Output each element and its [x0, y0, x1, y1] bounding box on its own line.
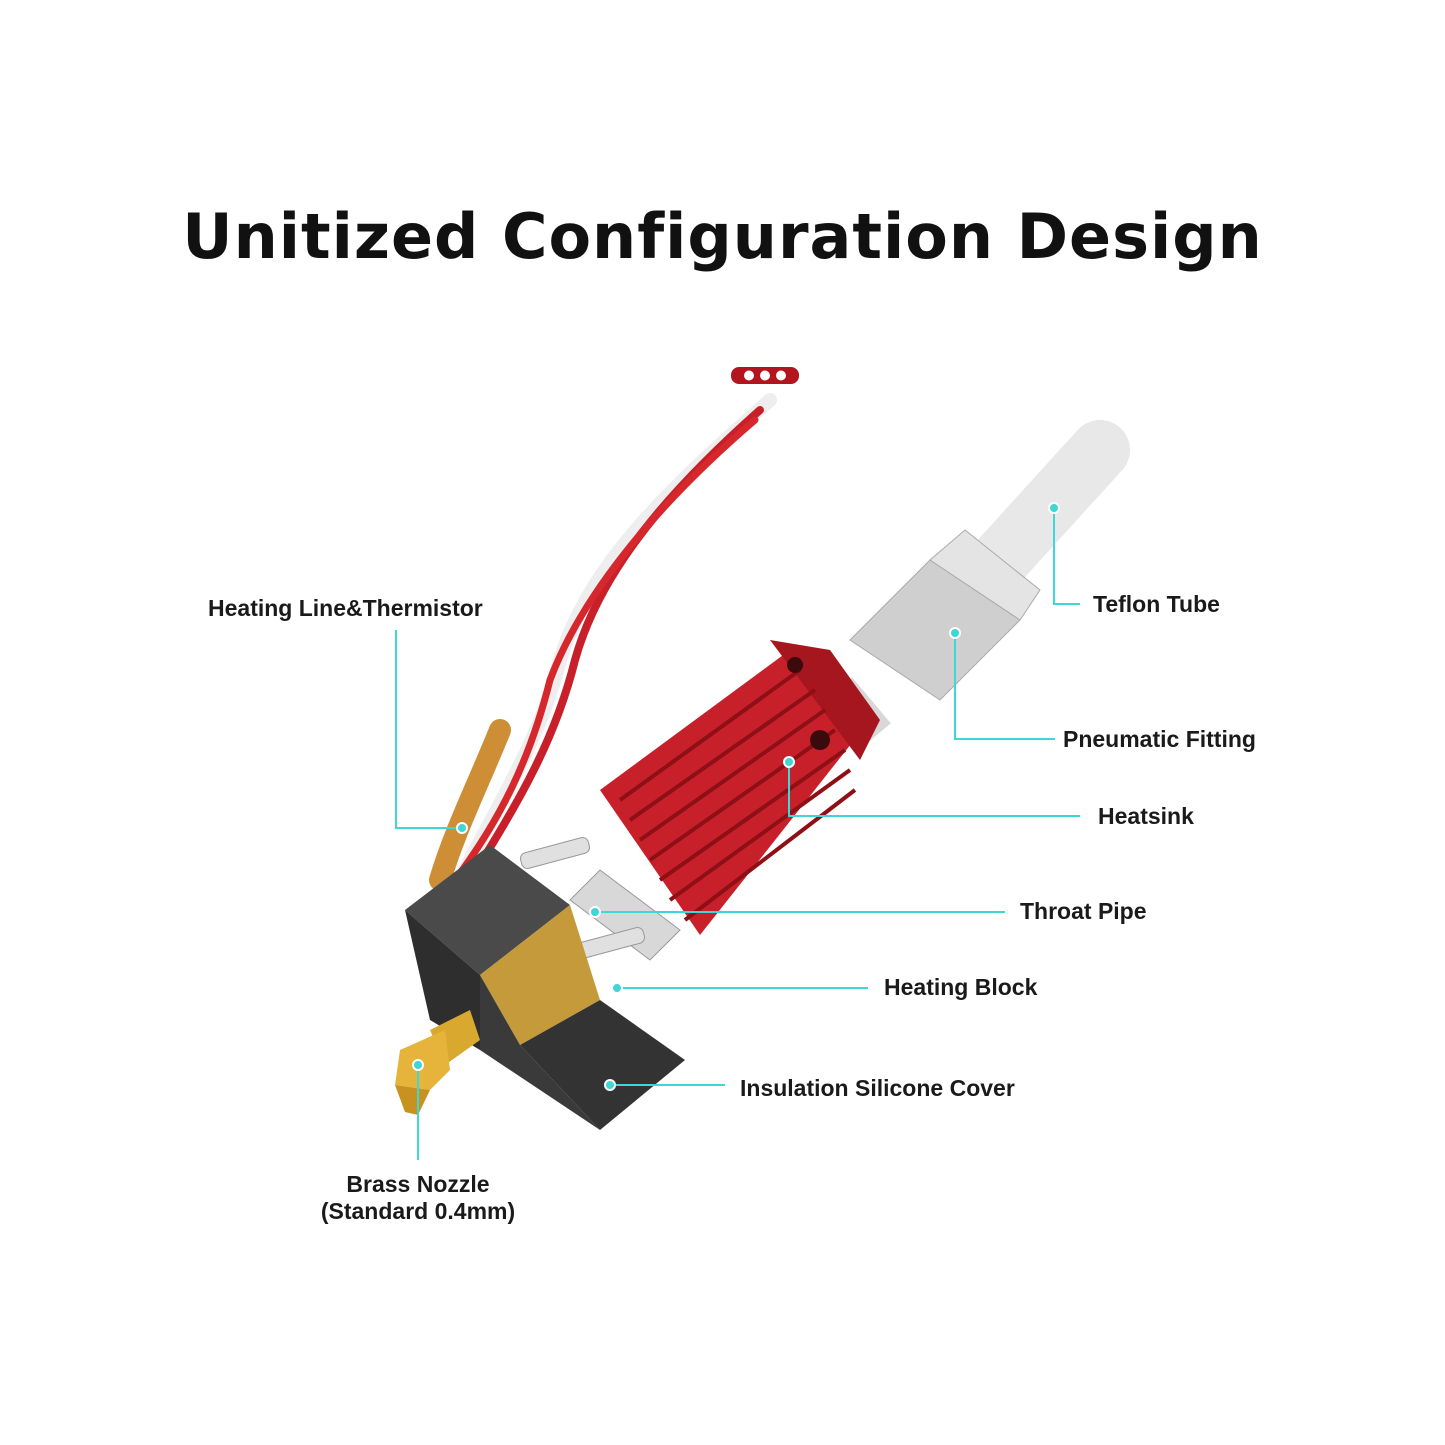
- label-heatsink: Heatsink: [1098, 803, 1194, 829]
- heating-wires: [429, 393, 777, 891]
- label-heating-block: Heating Block: [884, 974, 1038, 1000]
- screw: [519, 837, 591, 869]
- label-throat-pipe: Throat Pipe: [1020, 898, 1147, 924]
- label-teflon-tube: Teflon Tube: [1093, 591, 1220, 617]
- leader-dots: [412, 502, 1060, 1091]
- label-silicone-cover: Insulation Silicone Cover: [740, 1075, 1015, 1101]
- label-brass-nozzle: Brass Nozzle: [346, 1171, 490, 1197]
- brass-nozzle: [395, 1010, 480, 1115]
- heatsink: [600, 640, 880, 935]
- leader-lines: [395, 508, 1080, 1160]
- heating-block: [405, 845, 685, 1130]
- label-brass-nozzle-spec: (Standard 0.4mm): [320, 1198, 516, 1224]
- page-title: Unitized Configuration Design: [182, 200, 1263, 273]
- wire-connector: [731, 367, 799, 384]
- label-heating-line: Heating Line&Thermistor: [208, 595, 483, 621]
- label-pneumatic-fitting: Pneumatic Fitting: [1063, 726, 1256, 752]
